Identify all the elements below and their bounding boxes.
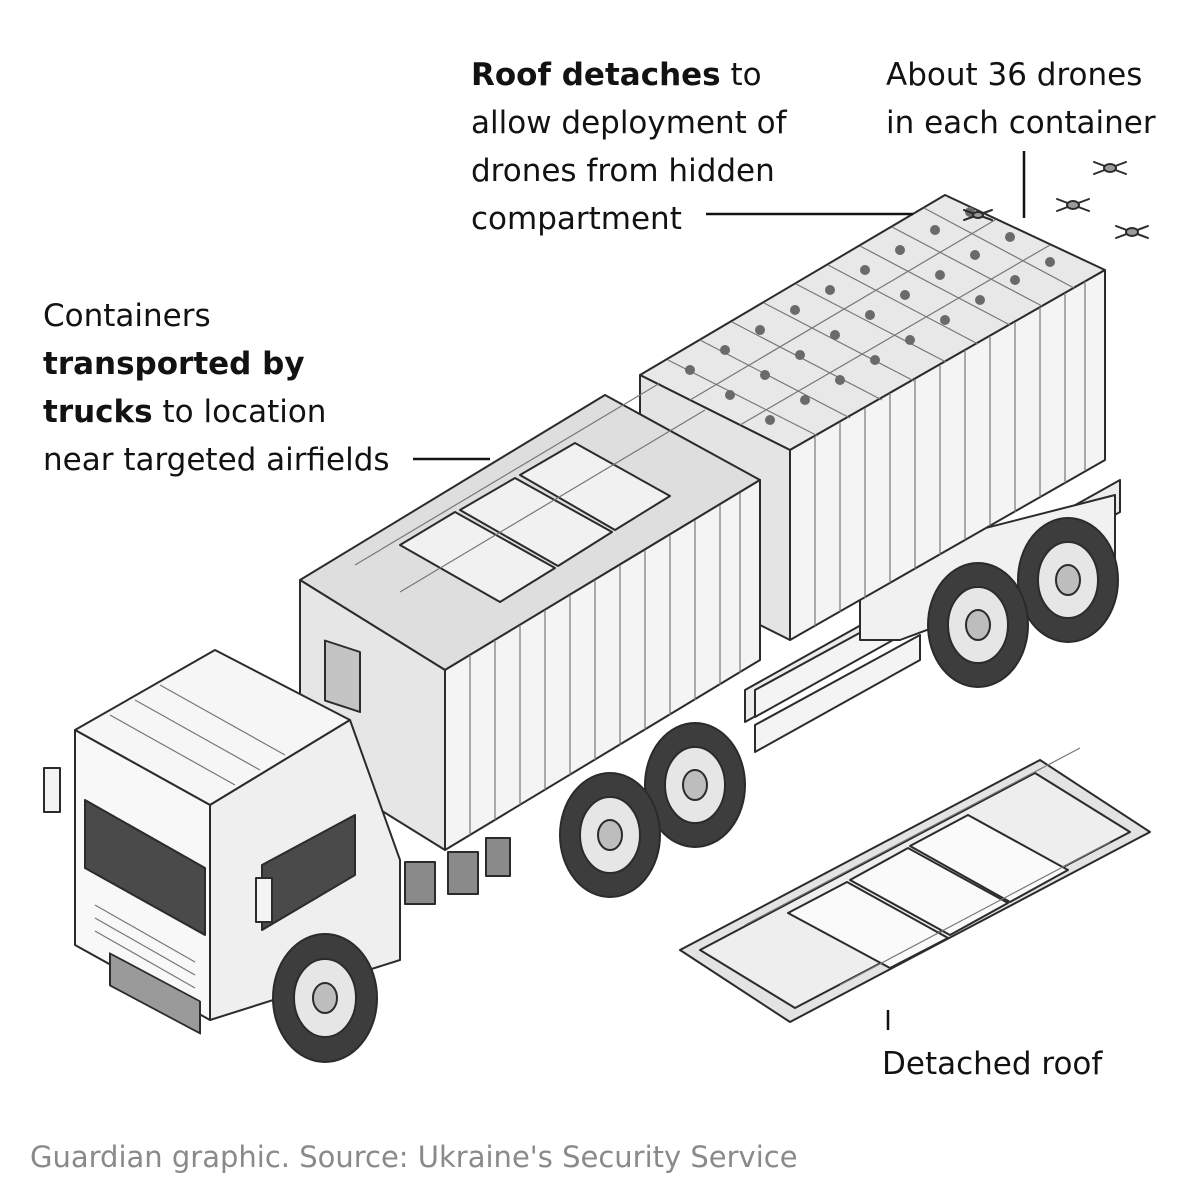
roof-detaches-line2: allow deployment of — [471, 105, 787, 141]
rear-wheels — [927, 517, 1119, 688]
drones-count-line2: in each container — [886, 105, 1156, 141]
roof-detaches-line3: drones from hidden — [471, 153, 775, 189]
front-wheel — [272, 933, 378, 1063]
roof-detaches-bold: Roof detaches — [471, 57, 721, 93]
detached-roof-label: Detached roof — [882, 1046, 1103, 1082]
drones-count-annotation: About 36 drones in each container — [886, 51, 1156, 147]
fuel-tanks — [404, 837, 511, 905]
roof-detaches-annotation: Roof detaches to allow deployment of dro… — [471, 51, 787, 243]
containers-line1: Containers — [43, 298, 211, 334]
detached-roof-annotation: Detached roof — [882, 1040, 1102, 1088]
containers-line4: near targeted airfields — [43, 442, 390, 478]
containers-annotation: Containers transported by trucks to loca… — [43, 292, 390, 484]
containers-bold1: transported by — [43, 346, 305, 382]
front-container — [299, 382, 761, 851]
roof-detaches-line4: compartment — [471, 201, 682, 237]
roof-detaches-line1-rest: to — [720, 57, 762, 93]
flying-drones — [963, 161, 1149, 239]
middle-wheels — [559, 722, 746, 898]
detached-roof — [679, 747, 1151, 1023]
leader-lines — [413, 151, 1026, 1030]
source-credit: Guardian graphic. Source: Ukraine's Secu… — [30, 1140, 798, 1174]
containers-line3-rest: to location — [152, 394, 327, 430]
containers-bold2: trucks — [43, 394, 153, 430]
drones-count-line1: About 36 drones — [886, 57, 1143, 93]
